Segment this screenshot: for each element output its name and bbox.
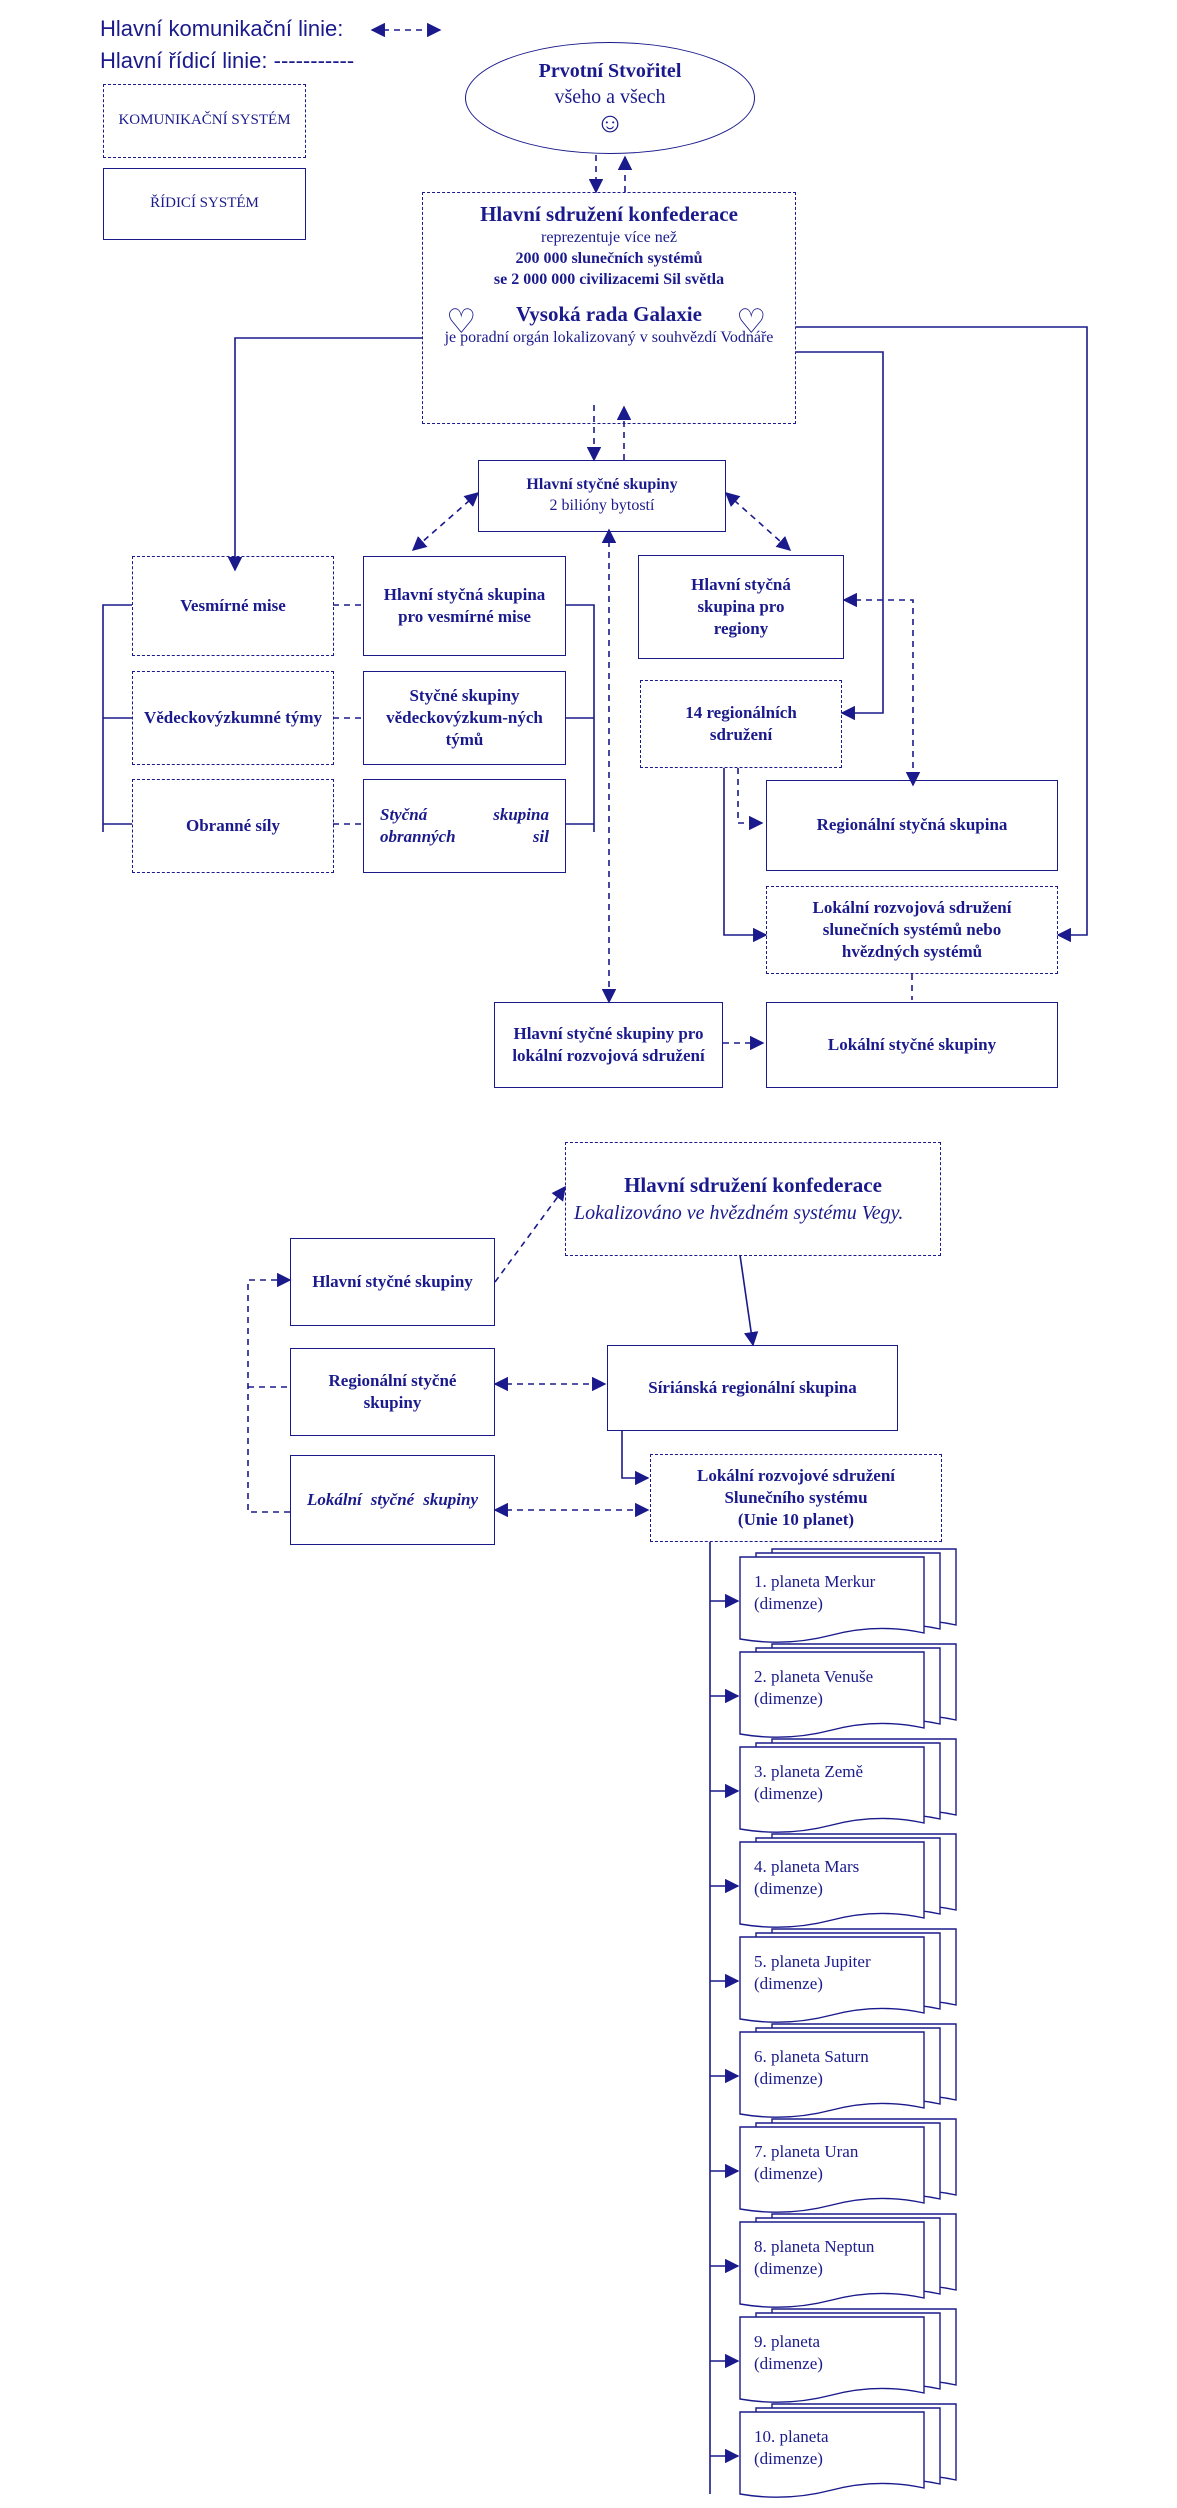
heart-icon-right: ♡: [736, 304, 767, 341]
planet-document-sheet: [739, 1556, 925, 1643]
planet-label: 10. planeta (dimenze): [754, 2426, 829, 2470]
legend-comm-system: KOMUNIKAČNÍ SYSTÉM: [103, 84, 306, 158]
planet-dimension: (dimenze): [754, 2069, 823, 2089]
legend-ctrl-system: ŘÍDICÍ SYSTÉM: [103, 168, 306, 240]
planet-label: 5. planeta Jupiter (dimenze): [754, 1951, 871, 1995]
main-contact-title: Hlavní styčné skupiny: [526, 476, 678, 494]
creator-title: Prvotní Stvořitel: [538, 60, 682, 82]
confederation-line3: 200 000 slunečních systémů: [515, 250, 703, 268]
planet-label: 4. planeta Mars (dimenze): [754, 1856, 859, 1900]
creator-subtitle: všeho a všech: [554, 86, 666, 108]
planet-name: 4. planeta Mars: [754, 1857, 860, 1876]
lower-regional-groups: Regionální styčné skupiny: [290, 1348, 495, 1436]
contact-defense: Styčná skupina obranných sil: [363, 779, 566, 873]
planet-name: 10. planeta: [754, 2427, 829, 2446]
local-dev-associations: Lokální rozvojová sdružení slunečních sy…: [766, 886, 1058, 974]
planet-dimension: (dimenze): [754, 1879, 823, 1899]
planet-dimension: (dimenze): [754, 1784, 823, 1804]
planet-document-sheet: [739, 1651, 925, 1738]
main-contact-groups: Hlavní styčné skupiny 2 bilióny bytostí: [478, 460, 726, 532]
defense-forces: Obranné síly: [132, 779, 334, 873]
lower-local-groups: Lokální styčné skupiny: [290, 1455, 495, 1545]
legend-ctrl-line: Hlavní řídicí linie: -----------: [100, 48, 355, 73]
regional-contact-group: Regionální styčná skupina: [766, 780, 1058, 871]
lower-confederation-title: Hlavní sdružení konfederace: [624, 1173, 882, 1198]
planet-name: 3. planeta Země: [754, 1762, 864, 1781]
planet-document-sheet: [739, 1936, 925, 2023]
planet-dimension: (dimenze): [754, 2259, 823, 2279]
planet-label: 2. planeta Venuše (dimenze): [754, 1666, 873, 1710]
confederation-line2: reprezentuje více než: [541, 229, 677, 247]
solar-local-dev: Lokální rozvojové sdružení Slunečního sy…: [650, 1454, 942, 1542]
heart-icon-left: ♡: [446, 304, 477, 341]
legend-comm-line: Hlavní komunikační linie:: [100, 16, 344, 41]
planet-label: 7. planeta Uran (dimenze): [754, 2141, 858, 2185]
planet-document-sheet: [739, 2126, 925, 2213]
planet-document-sheet: [739, 1841, 925, 1928]
space-missions: Vesmírné mise: [132, 556, 334, 656]
creator-oval: Prvotní Stvořitel všeho a všech ☺: [465, 42, 755, 154]
planet-label: 8. planeta Neptun (dimenze): [754, 2236, 874, 2280]
solar-line2: Slunečního systému: [724, 1487, 868, 1507]
planet-name: 9. planeta: [754, 2332, 821, 2351]
planet-name: 7. planeta Uran: [754, 2142, 859, 2161]
planet-dimension: (dimenze): [754, 1974, 823, 1994]
planet-label: 6. planeta Saturn (dimenze): [754, 2046, 869, 2090]
planet-name: 5. planeta Jupiter: [754, 1952, 871, 1971]
planet-dimension: (dimenze): [754, 1689, 823, 1709]
planet-name: 1. planeta Merkur: [754, 1572, 876, 1591]
planet-document-sheet: [739, 2411, 925, 2498]
planet-dimension: (dimenze): [754, 2449, 823, 2469]
planet-name: 2. planeta Venuše: [754, 1667, 874, 1686]
planet-label: 3. planeta Země (dimenze): [754, 1761, 863, 1805]
contact-local-dev: Hlavní styčné skupiny pro lokální rozvoj…: [494, 1002, 723, 1088]
planet-document-sheet: [739, 2316, 925, 2403]
research-teams: Vědeckovýzkumné týmy: [132, 671, 334, 765]
lower-confederation: Hlavní sdružení konfederace Lokalizováno…: [565, 1142, 941, 1256]
council-title: Vysoká rada Galaxie: [516, 301, 702, 326]
planet-label: 9. planeta (dimenze): [754, 2331, 823, 2375]
solar-line3: (Unie 10 planet): [737, 1510, 855, 1530]
planet-label: 1. planeta Merkur (dimenze): [754, 1571, 875, 1615]
lower-main-groups: Hlavní styčné skupiny: [290, 1238, 495, 1326]
planet-name: 8. planeta Neptun: [754, 2237, 875, 2256]
solar-title: Lokální rozvojové sdružení: [696, 1465, 896, 1485]
planet-name: 6. planeta Saturn: [754, 2047, 869, 2066]
local-contact-groups: Lokální styčné skupiny: [766, 1002, 1058, 1088]
council-text: je poradní orgán lokalizovaný v souhvězd…: [444, 328, 774, 346]
main-contact-count: 2 bilióny bytostí: [549, 497, 655, 514]
lower-confederation-text: Lokalizováno ve hvězdném systému Vegy.: [574, 1201, 904, 1224]
planet-document-sheet: [739, 2221, 925, 2308]
confederation-title: Hlavní sdružení konfederace: [480, 202, 738, 226]
planet-dimension: (dimenze): [754, 2164, 823, 2184]
regional-associations: 14 regionálních sdružení: [640, 680, 842, 768]
contact-research-teams: Styčné skupiny vědeckovýzkum-ných týmů: [363, 671, 566, 765]
confederation-line4: se 2 000 000 civilizacemi Sil světla: [493, 270, 725, 288]
planet-dimension: (dimenze): [754, 1594, 823, 1614]
contact-regions: Hlavní styčná skupina pro regiony: [638, 555, 844, 659]
contact-space-missions: Hlavní styčná skupina pro vesmírné mise: [363, 556, 566, 656]
confederation-box: Hlavní sdružení konfederace reprezentuje…: [422, 192, 796, 424]
sirius-regional-group: Síriánská regionální skupina: [607, 1345, 898, 1431]
planet-document-sheet: [739, 1746, 925, 1833]
planet-dimension: (dimenze): [754, 2354, 823, 2374]
smiley-icon: ☺: [595, 108, 625, 139]
planet-document-sheet: [739, 2031, 925, 2118]
